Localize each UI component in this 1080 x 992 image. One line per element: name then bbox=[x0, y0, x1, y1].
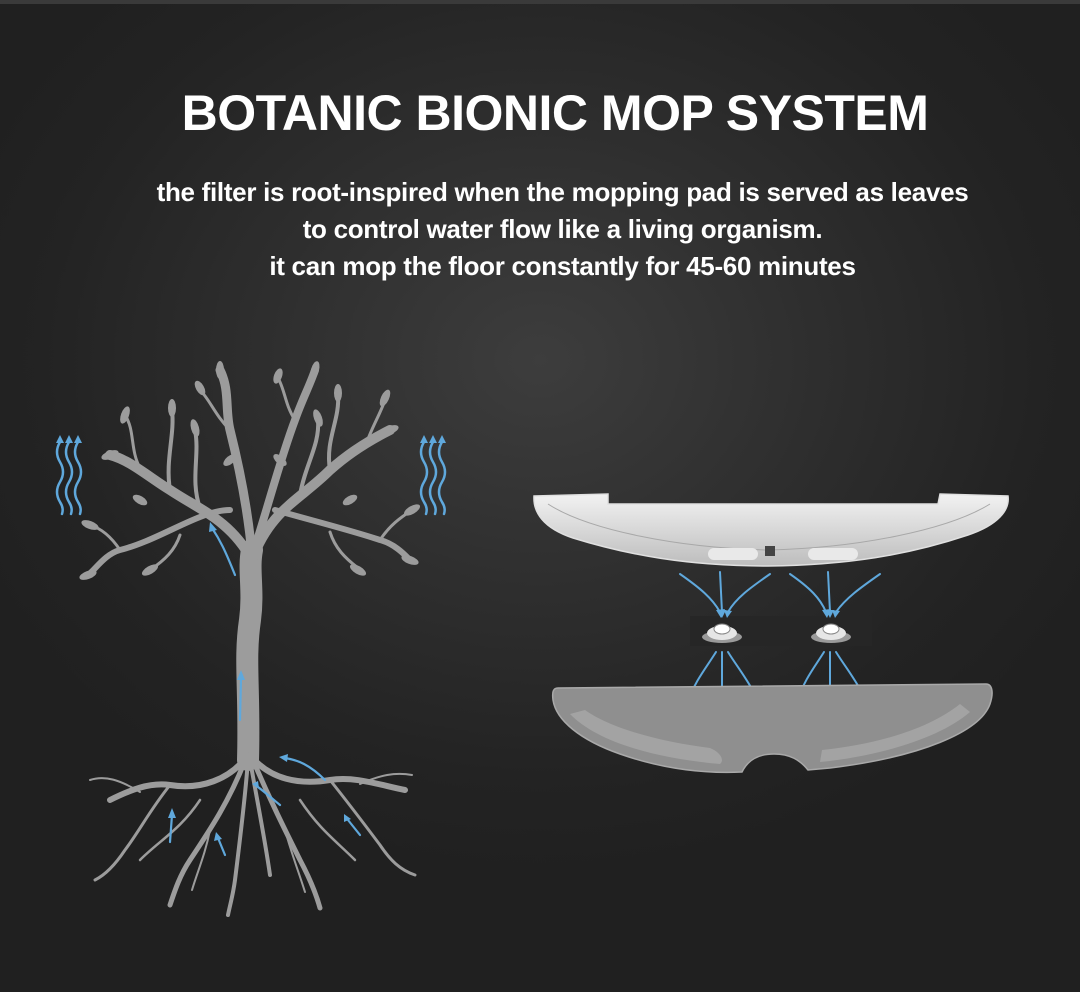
page-title: BOTANIC BIONIC MOP SYSTEM bbox=[181, 85, 929, 141]
vapor-arrows-icon-right bbox=[419, 435, 447, 516]
filter-valve-icon-right bbox=[811, 623, 851, 643]
tree-icon bbox=[79, 361, 421, 917]
description-line-1: the filter is root-inspired when the mop… bbox=[156, 177, 969, 207]
vapor-arrows-icon-left bbox=[55, 435, 83, 516]
description-line-3: it can mop the floor constantly for 45-6… bbox=[269, 251, 856, 281]
filter-valve-icon-left bbox=[702, 623, 742, 643]
flow-arrow-icon bbox=[168, 526, 362, 857]
top-divider bbox=[0, 0, 1080, 4]
description: the filter is root-inspired when the mop… bbox=[60, 174, 1065, 285]
mopping-pad-icon bbox=[551, 683, 993, 774]
water-tank-icon bbox=[533, 493, 1009, 567]
description-line-2: to control water flow like a living orga… bbox=[302, 214, 823, 244]
